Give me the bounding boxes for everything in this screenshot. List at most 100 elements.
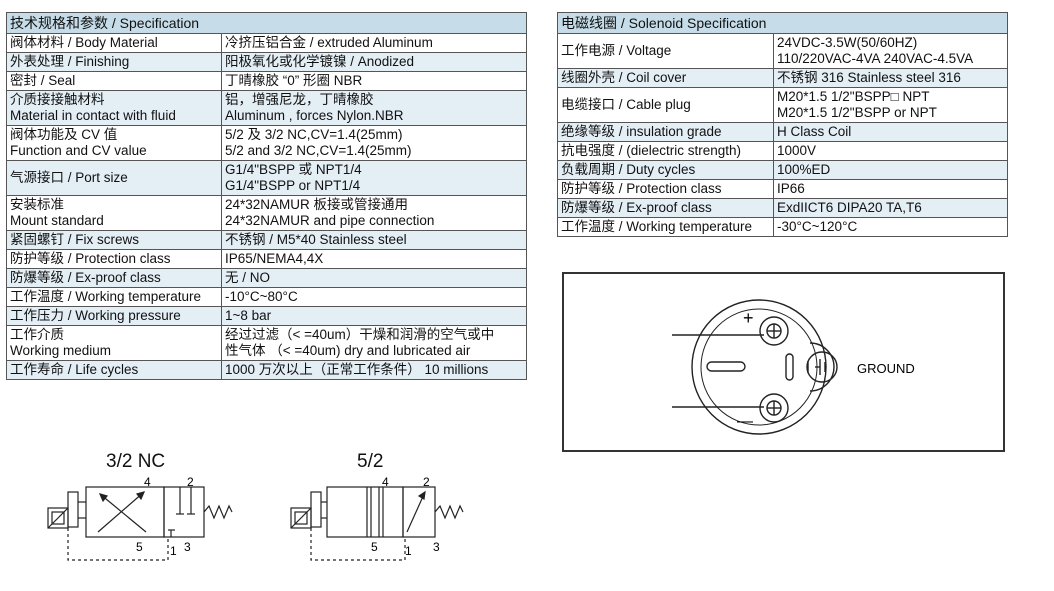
row-value: 不锈钢 / M5*40 Stainless steel <box>221 230 527 250</box>
specification-table: 技术规格和参数 / Specification 阀体材料 / Body Mate… <box>6 12 527 380</box>
value-line: 经过过滤（< =40um）干燥和润滑的空气或中 <box>225 327 495 342</box>
value-line: ExdIICT6 DIPA20 TA,T6 <box>777 200 922 215</box>
value-line: 性气体 （< =40um) dry and lubricated air <box>225 343 471 358</box>
row-value: 24VDC-3.5W(50/60HZ)110/220VAC-4VA 240VAC… <box>773 33 1008 69</box>
label-line: Material in contact with fluid <box>10 108 176 123</box>
connector-diagram: + — GROUND <box>672 299 915 435</box>
value-line: 铝，增强尼龙，丁晴橡胶 <box>225 92 374 107</box>
label-line: 防爆等级 / Ex-proof class <box>561 200 712 215</box>
valve-box-left <box>85 486 165 538</box>
row-value: H Class Coil <box>773 122 1008 142</box>
table-row: 防护等级 / Protection class IP65/NEMA4,4X <box>6 249 527 269</box>
row-value: 无 / NO <box>221 268 527 288</box>
table-row: 抗电强度 / (dielectric strength)1000V <box>557 141 1008 161</box>
value-line: 1~8 bar <box>225 308 272 323</box>
value-line: -30°C~120°C <box>777 219 858 234</box>
row-value: 100%ED <box>773 160 1008 180</box>
row-label: 防护等级 / Protection class <box>557 179 774 199</box>
value-line: 不锈钢 316 Stainless steel 316 <box>777 70 961 85</box>
row-value: 1~8 bar <box>221 306 527 326</box>
row-value: 1000V <box>773 141 1008 161</box>
value-line: M20*1.5 1/2"BSPP□ NPT <box>777 89 930 104</box>
label-line: 工作电源 / Voltage <box>561 43 672 58</box>
row-label: 工作压力 / Working pressure <box>6 306 222 326</box>
label-line: 绝缘等级 / insulation grade <box>561 124 722 139</box>
table-row: 防爆等级 / Ex-proof class 无 / NO <box>6 268 527 288</box>
label-line: 介质接接触材料 <box>10 92 105 107</box>
label-line: 工作温度 / Working temperature <box>561 219 753 234</box>
pilot-block <box>310 491 322 528</box>
specification-header: 技术规格和参数 / Specification <box>6 12 527 34</box>
value-line: G1/4"BSPP 或 NPT1/4 <box>225 162 362 177</box>
label-line: Mount standard <box>10 213 104 228</box>
value-line: M20*1.5 1/2"BSPP or NPT <box>777 105 937 120</box>
value-line: 110/220VAC-4VA 240VAC-4.5VA <box>777 51 974 66</box>
row-value: IP66 <box>773 179 1008 199</box>
value-line: 1000 万次以上（正常工作条件） 10 millions <box>225 362 489 377</box>
nc-port-4: 4 <box>144 475 151 489</box>
nc-symbol-title: 3/2 NC <box>106 451 166 472</box>
solenoid-header: 电磁线圈 / Solenoid Specification <box>557 12 1008 34</box>
ground-lobe <box>809 342 835 392</box>
row-label: 防爆等级 / Ex-proof class <box>6 268 222 288</box>
value-line: 丁晴橡胶 “0” 形圈 NBR <box>225 73 363 88</box>
minus-sign: — <box>737 413 753 430</box>
label-line: 外表处理 / Finishing <box>10 54 130 69</box>
row-label: 密封 / Seal <box>6 71 222 91</box>
label-line: 紧固螺钉 / Fix screws <box>10 232 140 247</box>
value-line: 5/2 and 3/2 NC,CV=1.4(25mm) <box>225 143 412 158</box>
row-value: 丁晴橡胶 “0” 形圈 NBR <box>221 71 527 91</box>
label-line: Working medium <box>10 343 112 358</box>
table-row: 工作温度 / Working temperature -30°C~120°C <box>557 217 1008 237</box>
positive-terminal <box>759 316 789 346</box>
value-line: 24*32NAMUR and pipe connection <box>225 213 435 228</box>
row-label: 线圈外壳 / Coil cover <box>557 68 774 88</box>
row-label: 工作寿命 / Life cycles <box>6 360 222 380</box>
solenoid-table: 电磁线圈 / Solenoid Specification 工作电源 / Vol… <box>557 12 1008 237</box>
negative-terminal <box>759 393 789 423</box>
fivetwo-port-5: 5 <box>371 540 378 554</box>
label-line: 防爆等级 / Ex-proof class <box>10 270 161 285</box>
value-line: 5/2 及 3/2 NC,CV=1.4(25mm) <box>225 127 403 142</box>
value-line: 无 / NO <box>225 270 271 285</box>
label-line: 防护等级 / Protection class <box>561 181 722 196</box>
label-line: 工作温度 / Working temperature <box>10 289 202 304</box>
fivetwo-valve-symbol: 4 2 5 1 3 <box>290 475 464 561</box>
value-line: 24*32NAMUR 板接或管接通用 <box>225 197 409 212</box>
value-line: 24VDC-3.5W(50/60HZ) <box>777 35 918 50</box>
row-value: IP65/NEMA4,4X <box>221 249 527 269</box>
plus-sign: + <box>743 308 754 328</box>
row-value: -30°C~120°C <box>773 217 1008 237</box>
label-line: 安装标准 <box>10 197 64 212</box>
value-line: 不锈钢 / M5*40 Stainless steel <box>225 232 407 247</box>
row-label: 抗电强度 / (dielectric strength) <box>557 141 774 161</box>
table-row: 紧固螺钉 / Fix screws 不锈钢 / M5*40 Stainless s… <box>6 230 527 250</box>
fivetwo-port-1: 1 <box>405 544 412 558</box>
table-row: 工作电源 / Voltage 24VDC-3.5W(50/60HZ)110/220… <box>557 33 1008 69</box>
table-row: 绝缘等级 / insulation grade H Class Coil <box>557 122 1008 142</box>
label-line: 负载周期 / Duty cycles <box>561 162 696 177</box>
wiring-diagram-panel: + — GROUND <box>562 272 1005 452</box>
label-line: 防护等级 / Protection class <box>10 251 171 266</box>
label-line: Function and CV value <box>10 143 147 158</box>
label-line: 气源接口 / Port size <box>10 170 128 185</box>
row-label: 工作温度 / Working temperature <box>6 287 222 307</box>
nc-port-5: 5 <box>136 540 143 554</box>
label-line: 阀体功能及 CV 值 <box>10 127 118 142</box>
value-line: Aluminum , forces Nylon.NBR <box>225 108 404 123</box>
row-label: 绝缘等级 / insulation grade <box>557 122 774 142</box>
row-value: 冷挤压铝合金 / extruded Aluminum <box>221 33 527 53</box>
